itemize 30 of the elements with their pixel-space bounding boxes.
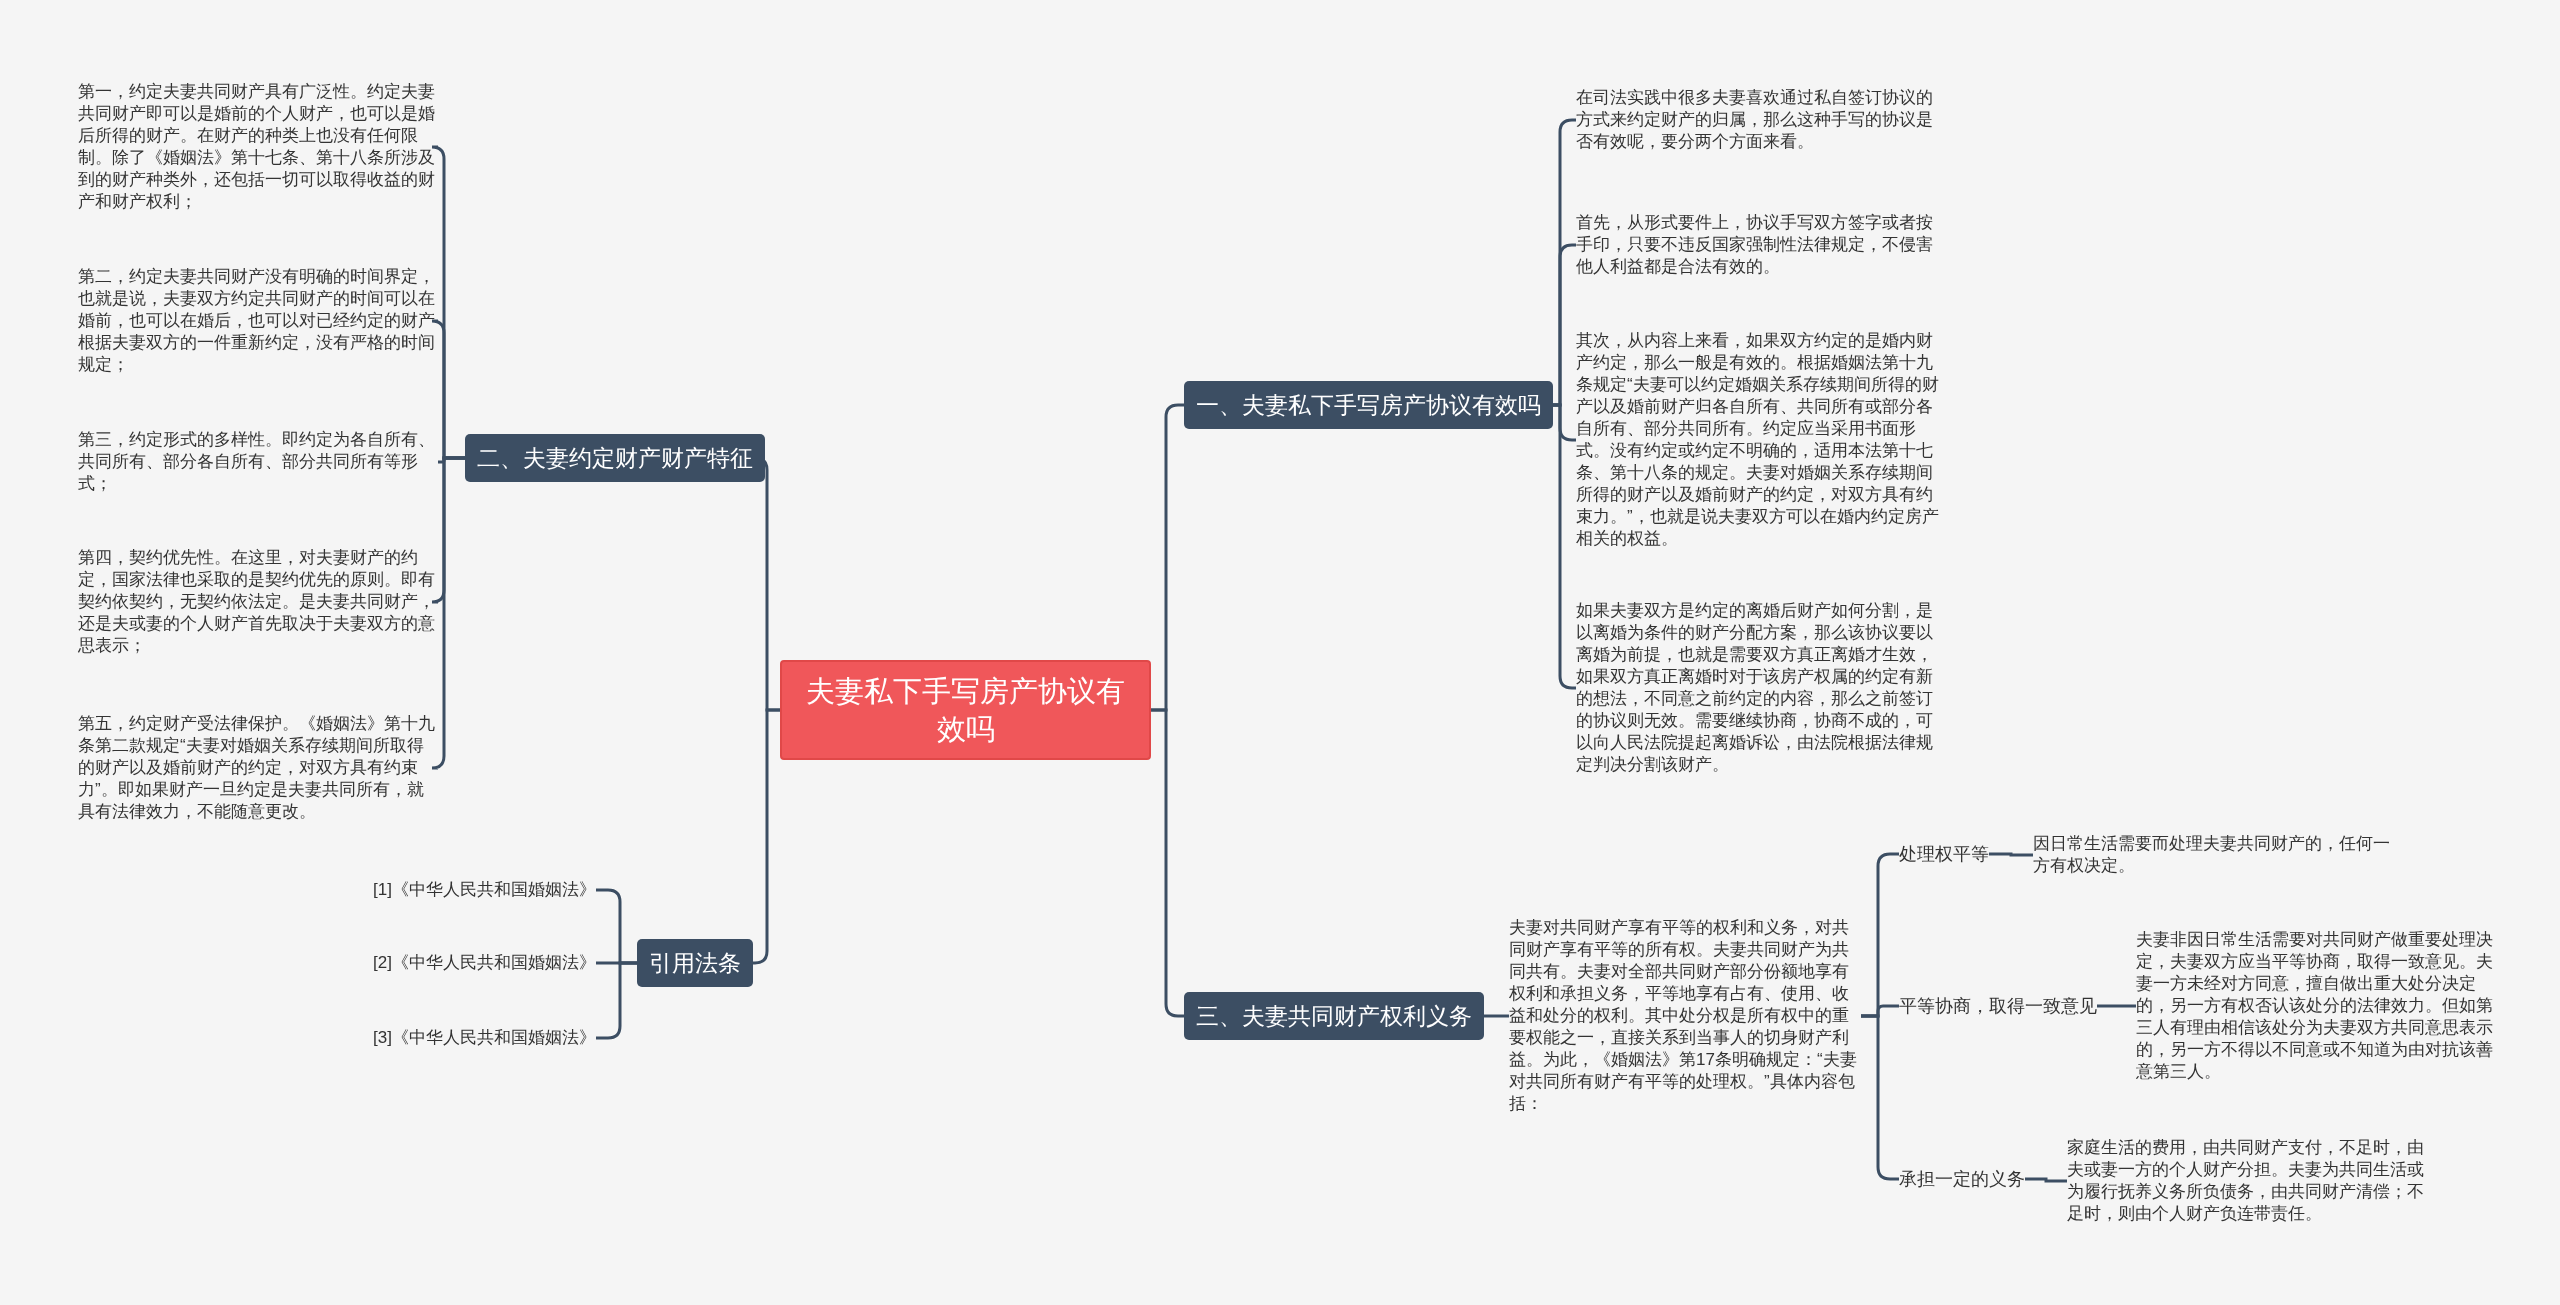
note-text: 第五，约定财产受法律保护。《婚姻法》第十九条第二款规定“夫妻对婚姻关系存续期间所取得的财产以及婚前财产的约定，对双方具有约束力”。即如果财产一旦约定是夫妻共同所有，就具有法律效力，不能随意更改。 (78, 713, 438, 823)
branch-topic-box: 三、夫妻共同财产权利义务 (1184, 992, 1484, 1040)
branch-topic-box: 一、夫妻私下手写房产协议有效吗 (1184, 381, 1553, 429)
note-text: 首先，从形式要件上，协议手写双方签字或者按手印，只要不违反国家强制性法律规定，不侵害他人利益都是合法有效的。 (1576, 212, 1944, 278)
citation-text: [1]《中华人民共和国婚姻法》 (300, 879, 596, 901)
note-text: 第一，约定夫妻共同财产具有广泛性。约定夫妻共同财产即可以是婚前的个人财产，也可以是婚后所得的财产。在财产的种类上也没有任何限制。除了《婚姻法》第十七条、第十八条所涉及到的财产种类外，还包括一切可以取得收益的财产和财产权利； (78, 81, 438, 213)
connector-line (430, 456, 465, 770)
note-text: 第三，约定形式的多样性。即约定为各自所有、共同所有、部分各自所有、部分共同所有等形式； (78, 429, 438, 495)
central-topic-box: 夫妻私下手写房产协议有效吗 (780, 660, 1151, 760)
citation-text: [3]《中华人民共和国婚姻法》 (300, 1027, 596, 1049)
note-text: 家庭生活的费用，由共同财产支付，不足时，由夫或妻一方的个人财产分担。夫妻为共同生活或为履行抚养义务所负债务，由共同财产清偿；不足时，则由个人财产负连带责任。 (2067, 1137, 2429, 1225)
connector-line (2025, 1177, 2067, 1183)
note-text: 夫妻非因日常生活需要对共同财产做重要处理决定，夫妻双方应当平等协商，取得一致意见。夫妻一方未经对方同意，擅自做出重大处分决定的，另一方有权否认该处分的法律效力。但如第三人有理由相信该处分为夫妻双方共同意思表示的，另一方不得以不同意或不知道为由对抗该善意第三人。 (2136, 929, 2496, 1083)
note-text: 第四，契约优先性。在这里，对夫妻财产的约定，国家法律也采取的是契约优先的原则。即有契约依契约，无契约依法定。是夫妻共同财产，还是夫或妻的个人财产首先取决于夫妻双方的意思表示； (78, 547, 438, 657)
note-text: 在司法实践中很多夫妻喜欢通过私自签订协议的方式来约定财产的归属，那么这种手写的协议是否有效呢，要分两个方面来看。 (1576, 87, 1944, 153)
connector-line (2097, 1004, 2136, 1008)
branch-topic-box: 引用法条 (637, 939, 753, 987)
citation-text: [2]《中华人民共和国婚姻法》 (300, 952, 596, 974)
note-text: 因日常生活需要而处理夫妻共同财产的，任何一方有权决定。 (2033, 833, 2398, 877)
connector-line (1484, 1014, 1509, 1018)
note-text: 如果夫妻双方是约定的离婚后财产如何分割，是以离婚为条件的财产分配方案，那么该协议要以离婚为前提，也就是需要双方真正离婚才生效，如果双方真正离婚时对于该房产权属的约定有新的想法，不同意之前约定的内容，那么之前签订的协议则无效。需要继续协商，协商不成的，可以向人民法院提起离婚诉讼，由法院根据法律规定判决分割该财产。 (1576, 600, 1944, 776)
subtopic-text: 处理权平等 (1899, 842, 1989, 866)
note-text: 夫妻对共同财产享有平等的权利和义务，对共同财产享有平等的所有权。夫妻共同财产为共同共有。夫妻对全部共同财产部分份额地享有权利和承担义务，平等地享有占有、使用、收益和处分的权利。其中处分权是所有权中的重要权能之一，直接关系到当事人的切身财产利益。为此，《婚姻法》第17条明确规定：“夫妻对共同所有财产有平等的处理权。”具体内容包括： (1509, 917, 1861, 1115)
connector-line (1989, 852, 2033, 857)
branch-topic-box: 二、夫妻约定财产财产特征 (465, 434, 765, 482)
subtopic-text: 承担一定的义务 (1899, 1167, 2025, 1191)
note-text: 第二，约定夫妻共同财产没有明确的时间界定，也就是说，夫妻双方约定共同财产的时间可以在婚前，也可以在婚后，也可以对已经约定的财产根据夫妻双方的一件重新约定，没有严格的时间规定； (78, 266, 438, 376)
subtopic-text: 平等协商，取得一致意见 (1899, 994, 2097, 1018)
note-text: 其次，从内容上来看，如果双方约定的是婚内财产约定，那么一般是有效的。根据婚姻法第十九条规定“夫妻可以约定婚姻关系存续期间所得的财产以及婚前财产归各自所有、共同所有或部分各自所有、部分共同所有。约定应当采用书面形式。没有约定或约定不明确的，适用本法第十七条、第十八条的规定。夫妻对婚姻关系存续期间所得的财产以及婚前财产的约定，对双方具有约束力。”，也就是说夫妻双方可以在婚内约定房产相关的权益。 (1576, 330, 1944, 550)
connector-line (1151, 708, 1184, 1018)
